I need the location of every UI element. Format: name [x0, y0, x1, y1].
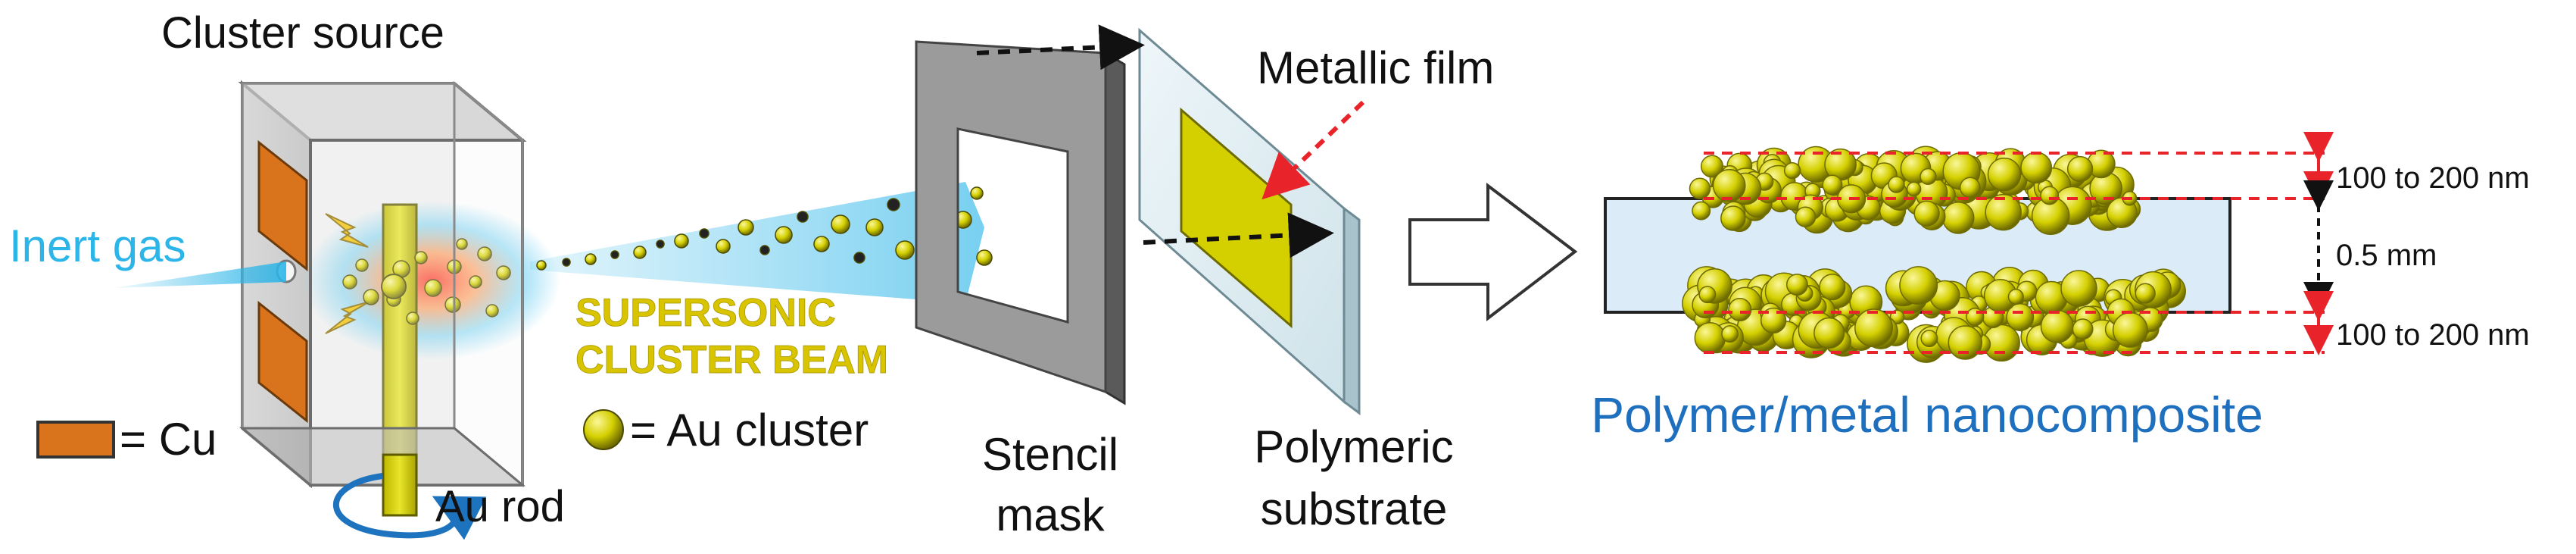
- nanoparticle: [2135, 283, 2156, 304]
- nanoparticle-layer-top: [1689, 146, 2141, 236]
- inert-gas-label: Inert gas: [9, 221, 186, 271]
- au-rod-label: Au rod: [435, 482, 565, 531]
- nanoparticle: [1822, 174, 1843, 196]
- beam-label-line2: CLUSTER BEAM: [575, 338, 888, 382]
- polymeric-label-line1: Polymeric: [1254, 421, 1453, 472]
- alignment-arrow-top: [976, 24, 1145, 70]
- stencil-label-line2: mask: [996, 490, 1105, 540]
- nanoparticle: [2007, 289, 2024, 305]
- cu-target-lower: [257, 300, 308, 424]
- nanoparticle: [1906, 181, 1922, 197]
- nanoparticle: [2006, 303, 2035, 331]
- hollow-right-arrow-icon: [1408, 182, 1578, 322]
- cluster-beam-cone: [530, 182, 984, 303]
- nanoparticle: [1783, 161, 1801, 180]
- nanoparticle: [2040, 186, 2060, 205]
- nanoparticle: [1728, 297, 1752, 322]
- nanoparticle: [1689, 177, 1711, 200]
- nanocomposite-cross-section: [1604, 132, 2334, 363]
- nanoparticle: [1760, 307, 1787, 334]
- stencil-mask-face: [915, 40, 1107, 394]
- nanoparticle: [2020, 152, 2053, 184]
- thickness-label-bottom: 100 to 200 nm: [2336, 318, 2530, 352]
- nanoparticle: [1985, 193, 2022, 231]
- nanoparticle: [1920, 330, 1938, 348]
- nanoparticle: [1694, 322, 1726, 354]
- polymeric-substrate: [1138, 27, 1361, 415]
- hot-cluster: [381, 274, 407, 299]
- nanoparticle: [1813, 317, 1845, 349]
- substrate-edge: [1343, 206, 1361, 415]
- nanoparticle: [2066, 155, 2094, 183]
- nanoparticle: [1941, 202, 1975, 234]
- nanoparticle: [1959, 177, 1981, 199]
- nanoparticle: [2112, 311, 2148, 348]
- metallic-film-pointer: [1261, 100, 1365, 200]
- inert-gas-jet: [114, 261, 286, 288]
- cu-legend-swatch: [36, 421, 115, 459]
- metallic-film-label: Metallic film: [1257, 42, 1494, 93]
- polymeric-label-line2: substrate: [1261, 484, 1448, 534]
- spark-icon: [325, 213, 369, 248]
- nanoparticle: [1899, 266, 1938, 305]
- nanoparticle: [1987, 157, 2022, 192]
- rotation-arrow-icon: [333, 473, 487, 540]
- nanoparticle: [1854, 308, 1893, 348]
- nanoparticle: [1913, 200, 1940, 227]
- alignment-arrow-bottom: [1143, 212, 1334, 258]
- stencil-mask: [915, 40, 1126, 405]
- thickness-label-top: 100 to 200 nm: [2336, 161, 2530, 195]
- au-cluster-legend-icon: [583, 409, 624, 450]
- nanoparticle: [1721, 325, 1739, 343]
- nanoparticle: [1712, 168, 1746, 202]
- cu-legend-label: = Cu: [120, 414, 217, 465]
- nanoparticle: [1692, 201, 1711, 221]
- nanocomposite-title: Polymer/metal nanocomposite: [1591, 387, 2263, 443]
- nanoparticle: [2060, 270, 2097, 307]
- thickness-label-middle: 0.5 mm: [2336, 239, 2437, 272]
- stencil-label-line1: Stencil: [982, 429, 1118, 480]
- nanoparticle: [1698, 286, 1717, 304]
- nanoparticle: [1948, 325, 1983, 360]
- nanoparticle-layer-bottom: [1682, 266, 2186, 363]
- nanoparticle: [1785, 274, 1808, 296]
- nanoparticle: [1888, 176, 1905, 193]
- nanoparticle: [1700, 155, 1724, 178]
- cluster-source-label: Cluster source: [161, 8, 444, 58]
- au-cluster-legend-label: = Au cluster: [630, 405, 869, 455]
- stencil-mask-edge: [1104, 51, 1126, 405]
- metallic-film-patch: [1180, 107, 1293, 329]
- nanoparticle: [2040, 309, 2074, 343]
- nanoparticle: [1920, 167, 1937, 186]
- beam-label-line1: SUPERSONIC: [575, 291, 836, 335]
- nanoparticle: [1720, 205, 1746, 231]
- nanoparticle: [1819, 274, 1846, 301]
- au-rod-lower: [382, 453, 418, 517]
- nanoparticle: [1795, 206, 1817, 227]
- nanoparticle: [2072, 318, 2094, 340]
- cluster-source: [238, 80, 560, 540]
